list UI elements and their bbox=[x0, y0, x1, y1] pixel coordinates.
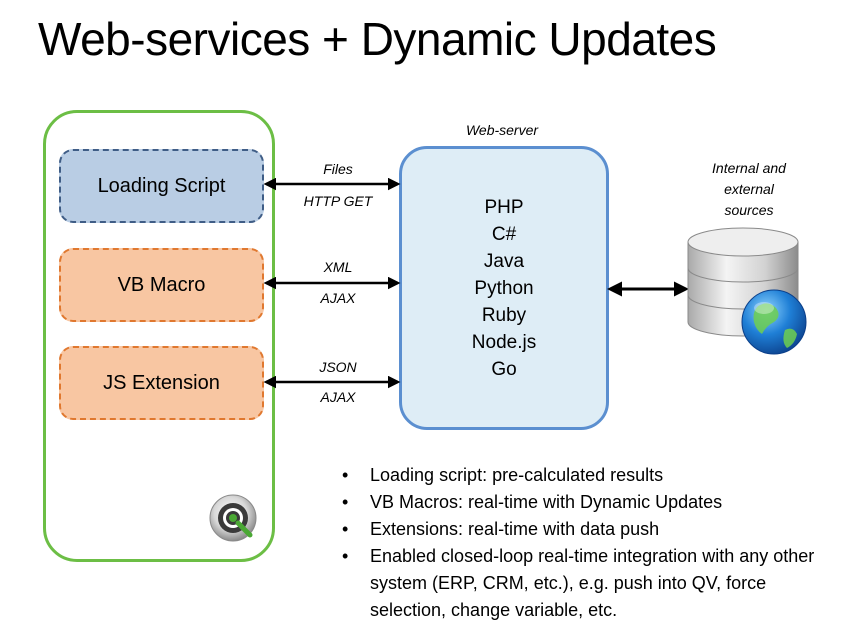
json-label: JSON bbox=[319, 359, 357, 375]
loading-script-label: Loading Script bbox=[97, 174, 226, 197]
js-extension-label: JS Extension bbox=[103, 371, 220, 394]
language-item: Java bbox=[483, 251, 525, 272]
bullet-item: Enabled closed-loop real-time integratio… bbox=[340, 543, 830, 624]
language-list: PHP C# Java Python Ruby Node.js Go bbox=[399, 194, 609, 383]
qlikview-container bbox=[43, 110, 275, 562]
language-item: Python bbox=[474, 278, 534, 299]
ajax-label: AJAX bbox=[320, 389, 356, 405]
bullet-item: VB Macros: real-time with Dynamic Update… bbox=[340, 489, 830, 516]
webserver-label: Web-server bbox=[465, 122, 539, 138]
sources-label: Internal and external sources bbox=[690, 158, 808, 221]
language-item: Go bbox=[491, 359, 517, 380]
vb-macro-label: VB Macro bbox=[117, 273, 206, 296]
language-item: Ruby bbox=[481, 305, 527, 326]
sources-label-line: Internal and bbox=[712, 160, 786, 176]
ajax-label: AJAX bbox=[320, 290, 356, 306]
qlikview-logo-icon bbox=[209, 494, 257, 542]
database-globe-icon bbox=[687, 227, 807, 355]
sources-label-line: sources bbox=[724, 202, 774, 218]
bullet-item: Loading script: pre-calculated results bbox=[340, 462, 830, 489]
language-item: C# bbox=[491, 224, 517, 245]
http-get-label: HTTP GET bbox=[303, 193, 373, 209]
vb-macro-box: VB Macro bbox=[59, 248, 264, 322]
js-extension-box: JS Extension bbox=[59, 346, 264, 420]
loading-script-box: Loading Script bbox=[59, 149, 264, 223]
xml-label: XML bbox=[323, 259, 353, 275]
language-item: PHP bbox=[484, 197, 524, 218]
sources-label-line: external bbox=[724, 181, 774, 197]
bullet-item: Extensions: real-time with data push bbox=[340, 516, 830, 543]
files-label: Files bbox=[323, 161, 353, 177]
page-title: Web-services + Dynamic Updates bbox=[38, 13, 717, 65]
bullet-list: Loading script: pre-calculated results V… bbox=[340, 462, 830, 624]
webserver-box bbox=[399, 146, 609, 430]
language-item: Node.js bbox=[471, 332, 537, 353]
